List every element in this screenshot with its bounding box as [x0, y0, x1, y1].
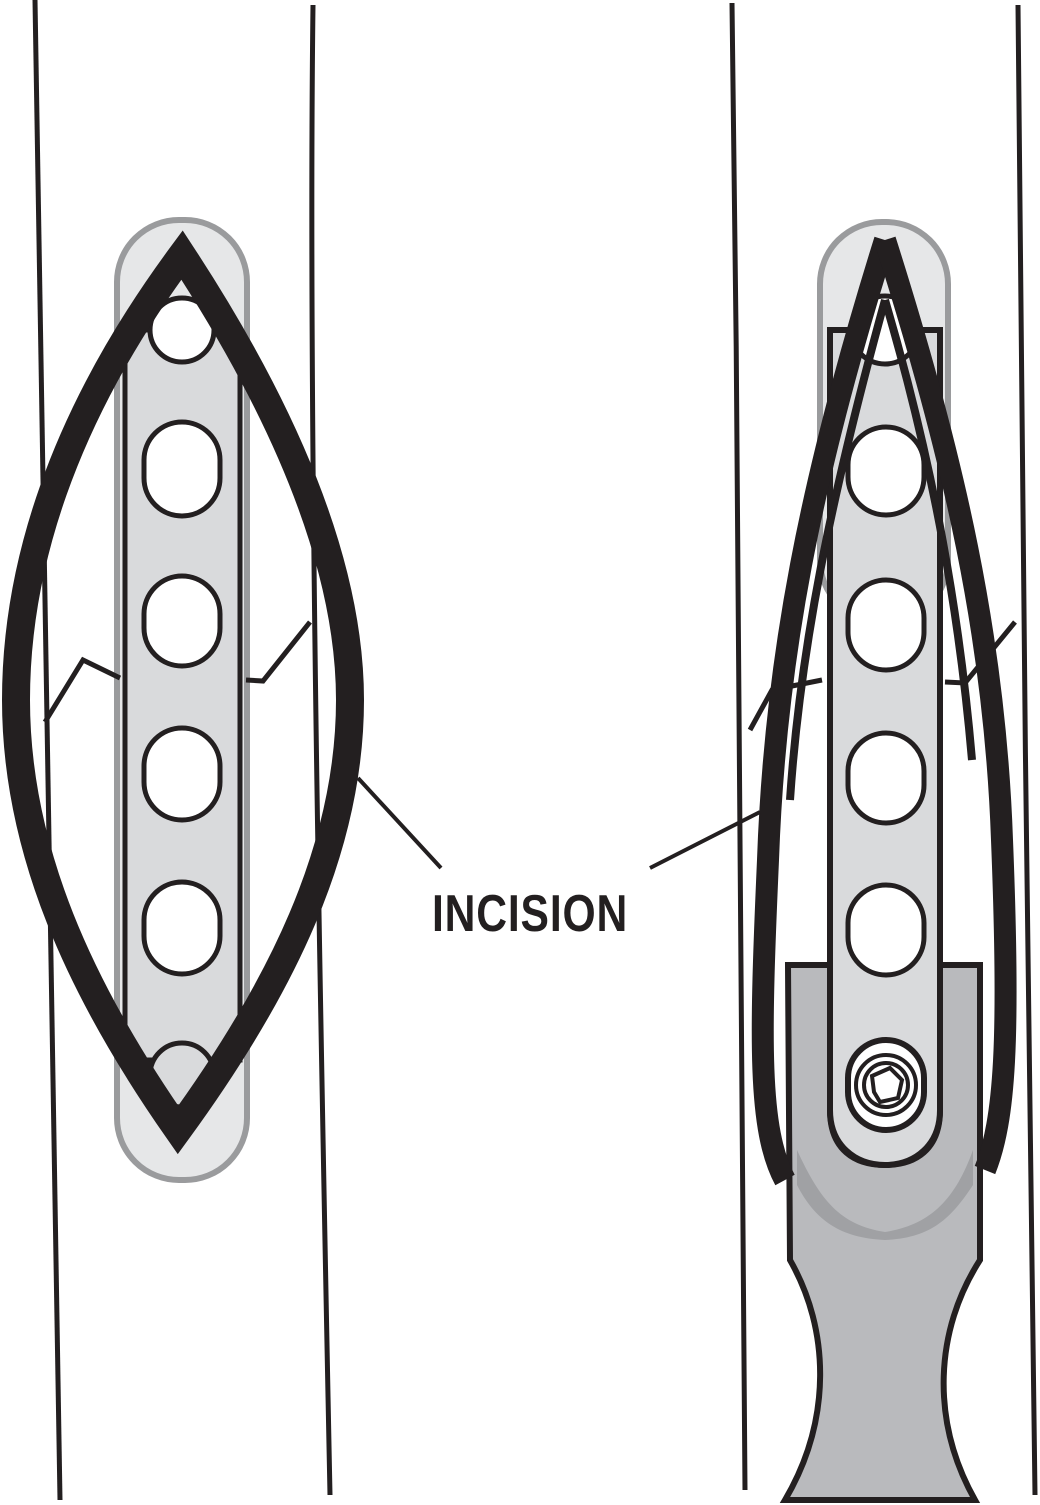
incision-outline [1, 230, 365, 1155]
incision-outline-right [874, 236, 1017, 1175]
limb-outline-left [729, 2, 748, 1491]
plate-hole [141, 879, 223, 977]
incision-outline-inner-left [786, 298, 889, 801]
right-figure [649, 2, 1038, 1503]
plate-hole [141, 725, 223, 823]
retractor-shadow [797, 1150, 973, 1240]
plate-hole [845, 424, 927, 518]
incision-leader-line [649, 810, 761, 870]
left-figure [1, 0, 443, 1501]
incision-leader-line [356, 776, 443, 870]
incision-outline-inner-right [881, 298, 976, 761]
incision-outline-left [751, 236, 896, 1186]
plate-hole [845, 730, 927, 826]
fracture-line [42, 656, 122, 724]
screw-icon [845, 1037, 927, 1133]
limb-outline-right [309, 4, 333, 1496]
fracture-line [245, 620, 312, 684]
plate-hole [845, 577, 927, 673]
limb-outline-right [1015, 4, 1038, 1496]
plate-hole [141, 573, 223, 669]
plate-hole [141, 419, 223, 519]
incision-label: INCISION [432, 885, 629, 943]
limb-outline-left [32, 0, 63, 1501]
plate-hole [845, 882, 927, 978]
